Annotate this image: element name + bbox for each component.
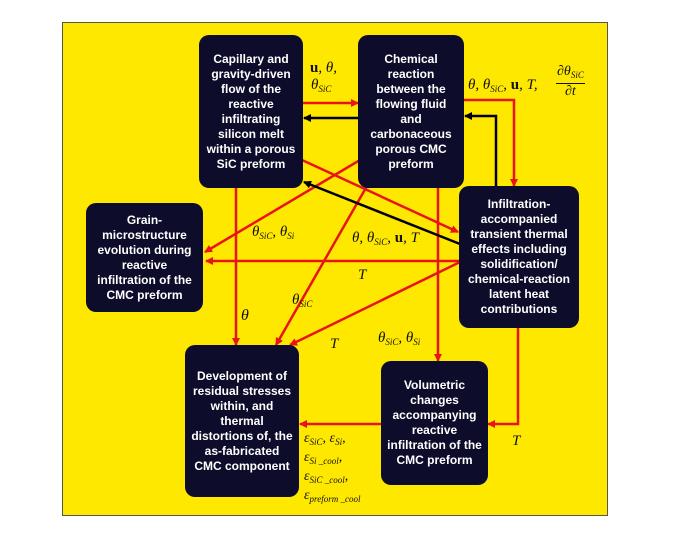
arrow-thermal-to-volume	[487, 327, 520, 428]
label-strains: εSiC, εSi, εSi _cool, εSiC _cool, εprefo…	[304, 431, 361, 504]
label-theta-sic-top: θSiC	[311, 77, 332, 94]
box-chemical-reaction: Chemical reaction between the flowing fl…	[358, 35, 464, 188]
label-T-grain: T	[358, 267, 367, 283]
arrow-thermal-to-stresses	[289, 260, 461, 347]
box-residual-stresses: Development of residual stresses within,…	[185, 345, 299, 497]
label-partial-derivative: ∂θSiC ∂t	[556, 64, 585, 99]
label-theta-sic-si-left: θSiC, θSi	[252, 224, 295, 241]
label-u-theta: u, θ,	[310, 60, 337, 76]
box-capillary-flow: Capillary and gravity-driven flow of the…	[199, 35, 303, 188]
label-reaction-to-thermal: θ, θSiC, u, T,	[468, 77, 538, 94]
label-theta-sic-mid: θSiC	[292, 292, 313, 309]
arrow-thermal-to-reaction	[464, 112, 498, 186]
label-T-volume: T	[512, 433, 521, 449]
label-thermal-to-flow: θ, θSiC, u, T	[352, 230, 419, 247]
arrow-reaction-to-stresses	[274, 185, 369, 346]
arrow-thermal-to-flow	[303, 180, 461, 246]
label-theta-sic-si-volume: θSiC, θSi	[378, 330, 421, 347]
arrow-reaction-to-thermal	[463, 98, 518, 187]
arrow-flow-to-thermal	[301, 158, 459, 234]
box-grain-microstructure: Grain-microstructure evolution during re…	[86, 203, 203, 312]
box-thermal-effects: Infiltration-accompanied transient therm…	[459, 186, 579, 328]
label-T-stresses: T	[330, 336, 339, 352]
box-volumetric-changes: Volumetric changes accompanying reactive…	[381, 361, 488, 485]
label-theta: θ	[241, 307, 249, 324]
